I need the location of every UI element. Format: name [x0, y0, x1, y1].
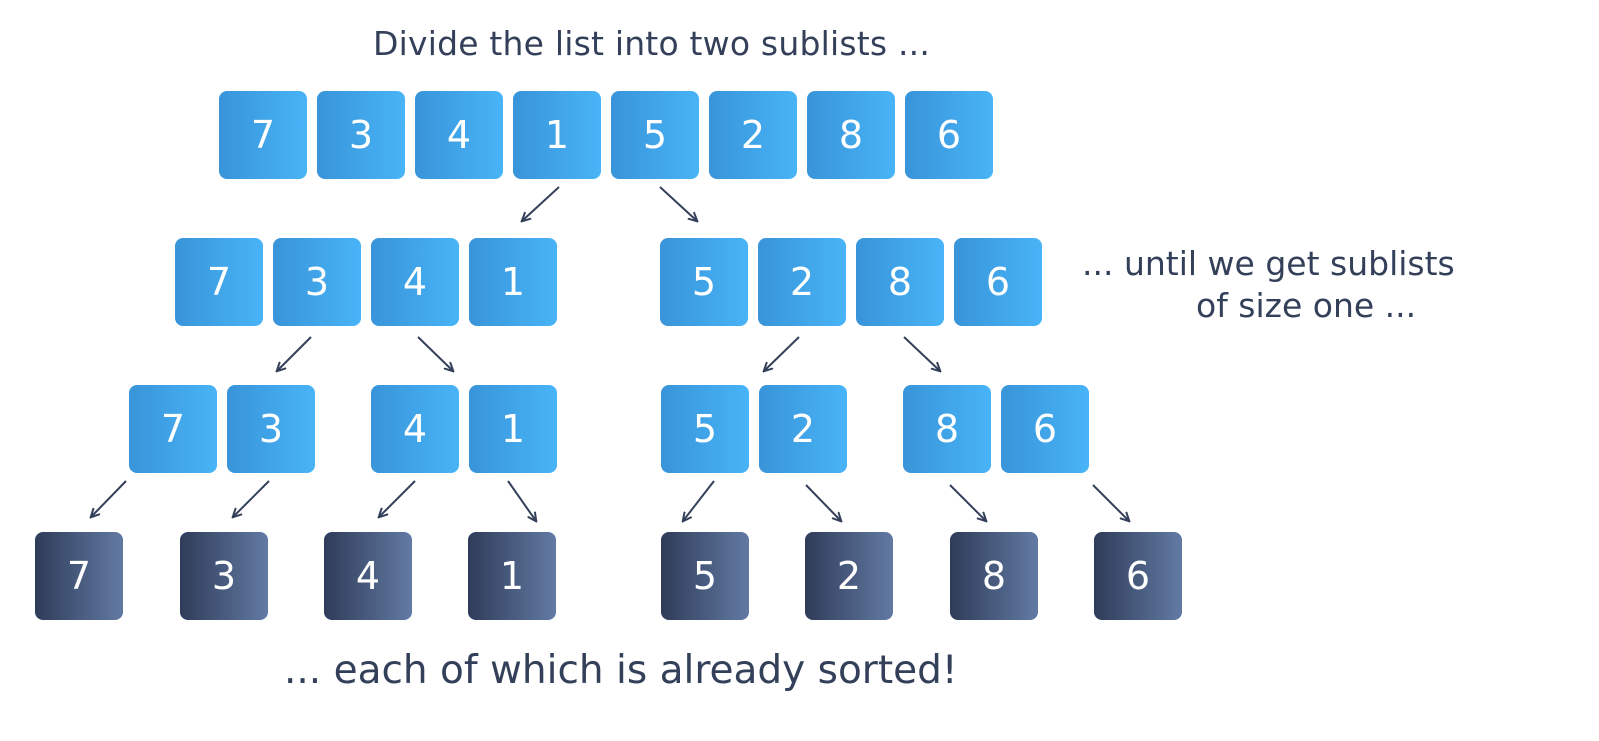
element-box: 1 — [469, 385, 557, 473]
element-box: 2 — [805, 532, 893, 620]
element-box: 1 — [513, 91, 601, 179]
element-box: 8 — [903, 385, 991, 473]
side-note-line-1: ... until we get sublists — [1082, 244, 1455, 283]
element-box: 6 — [1001, 385, 1089, 473]
split-arrow-right — [1092, 484, 1129, 521]
element-box: 7 — [175, 238, 263, 326]
element-box: 5 — [661, 532, 749, 620]
element-box: 6 — [954, 238, 1042, 326]
element-box: 2 — [709, 91, 797, 179]
split-arrow-left — [277, 336, 312, 371]
element-box: 4 — [415, 91, 503, 179]
element-box: 7 — [219, 91, 307, 179]
element-box: 5 — [661, 385, 749, 473]
element-box: 1 — [469, 238, 557, 326]
element-box: 5 — [611, 91, 699, 179]
element-box: 4 — [324, 532, 412, 620]
split-arrow-right — [949, 484, 986, 521]
element-box: 4 — [371, 238, 459, 326]
element-box: 3 — [227, 385, 315, 473]
conclusion-text: ... each of which is already sorted! — [284, 648, 958, 693]
split-arrow-left — [522, 186, 560, 221]
split-arrow-right — [805, 484, 841, 521]
element-box: 1 — [468, 532, 556, 620]
split-arrow-left — [683, 480, 715, 521]
split-arrow-left — [91, 480, 127, 517]
element-box: 7 — [129, 385, 217, 473]
side-note-line-2: of size one ... — [1196, 286, 1417, 325]
split-arrow-right — [507, 480, 536, 521]
diagram-title: Divide the list into two sublists ... — [373, 24, 931, 63]
element-box: 3 — [317, 91, 405, 179]
element-box: 2 — [759, 385, 847, 473]
element-box: 6 — [1094, 532, 1182, 620]
split-arrow-right — [903, 336, 940, 371]
split-arrow-left — [764, 336, 800, 371]
element-box: 3 — [273, 238, 361, 326]
split-arrow-left — [379, 480, 416, 517]
element-box: 8 — [807, 91, 895, 179]
element-box: 8 — [856, 238, 944, 326]
element-box: 2 — [758, 238, 846, 326]
element-box: 5 — [660, 238, 748, 326]
element-box: 6 — [905, 91, 993, 179]
element-box: 7 — [35, 532, 123, 620]
element-box: 3 — [180, 532, 268, 620]
split-arrow-right — [659, 186, 697, 221]
split-arrow-right — [417, 336, 453, 371]
split-arrow-left — [233, 480, 270, 517]
element-box: 8 — [950, 532, 1038, 620]
element-box: 4 — [371, 385, 459, 473]
